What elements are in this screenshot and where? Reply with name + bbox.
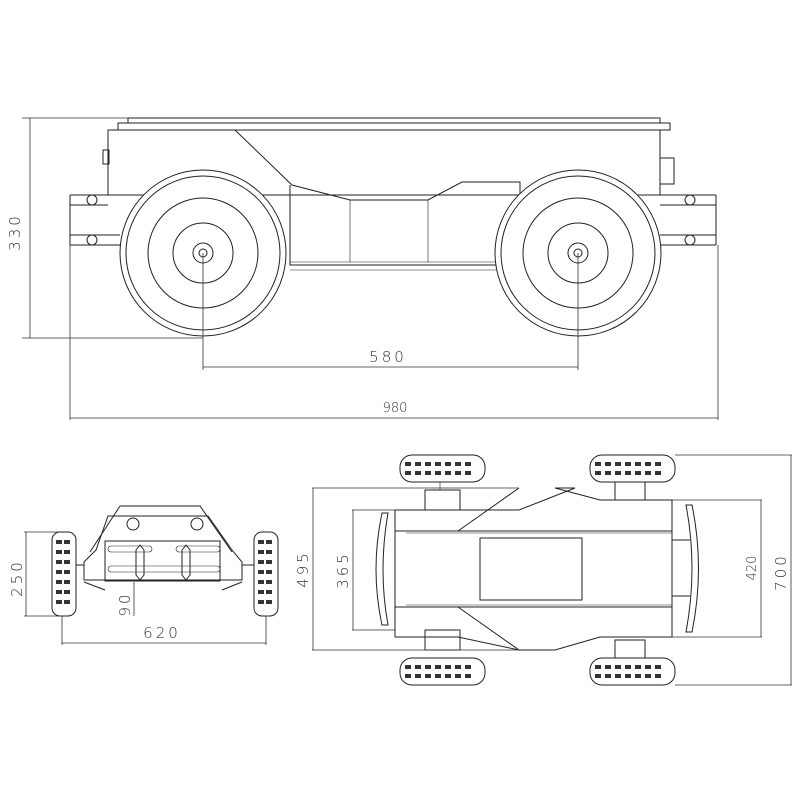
front-bumper [69, 194, 120, 246]
rear-bumper [660, 194, 717, 246]
front-wheel-right [253, 531, 279, 617]
dim-total-width-700: 700 [772, 553, 790, 591]
top-wheel-front-left [399, 454, 486, 511]
dim-rear-width-420: 420 [745, 556, 760, 581]
top-wheel-front-right [399, 629, 486, 686]
side-dimensions: 330 580 980 [6, 117, 719, 420]
dim-inner-width-365: 365 [334, 551, 352, 589]
top-dimensions: 495 365 420 700 [294, 454, 792, 686]
dim-body-width-495: 495 [294, 550, 312, 588]
front-view: 250 90 620 [8, 505, 279, 645]
dim-length-980: 980 [383, 401, 408, 416]
dim-track-620: 620 [143, 624, 181, 642]
dim-height-250: 250 [8, 559, 26, 597]
dim-height-330: 330 [6, 213, 24, 251]
side-view: 330 580 980 [6, 117, 719, 420]
front-wheel-left [51, 531, 77, 617]
front-dimensions: 250 90 620 [8, 531, 267, 645]
top-view: 495 365 420 700 [294, 454, 792, 686]
dim-wheelbase-580: 580 [369, 348, 407, 366]
dim-clearance-90: 90 [116, 591, 134, 616]
top-wheel-rear-right [589, 639, 676, 686]
top-wheel-rear-left [589, 454, 676, 501]
